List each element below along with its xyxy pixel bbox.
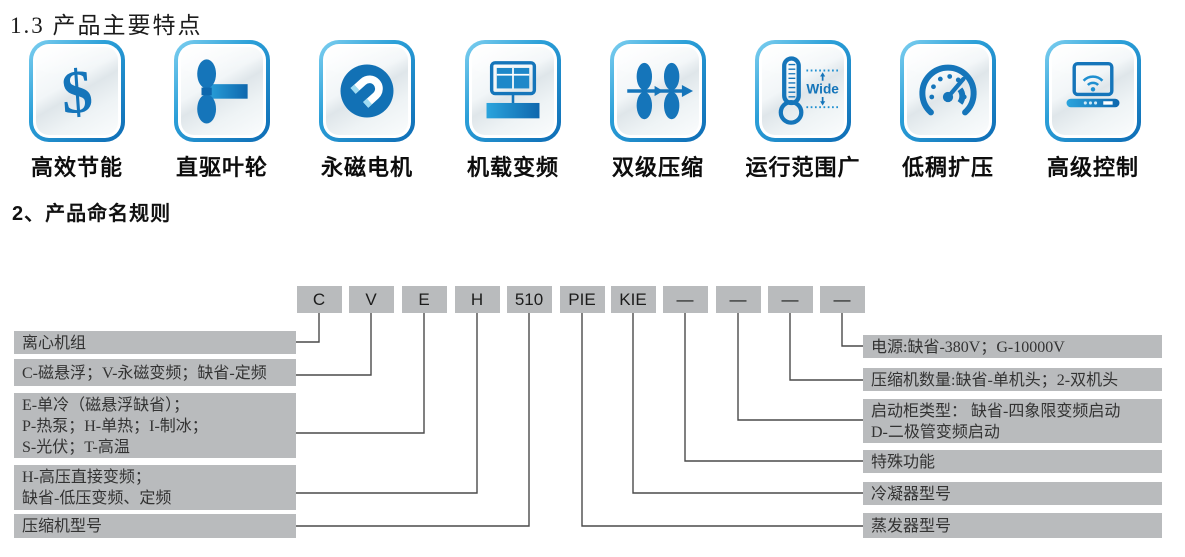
section-features-title: 1.3 产品主要特点 bbox=[10, 13, 203, 38]
feature-label: 高效节能 bbox=[30, 155, 123, 180]
feature-label: 运行范围广 bbox=[745, 155, 861, 180]
naming-label-line: D-二极管变频启动 bbox=[871, 423, 1000, 441]
connector bbox=[296, 313, 320, 343]
naming-code-box: C bbox=[296, 286, 342, 313]
feature-label: 高级控制 bbox=[1046, 155, 1139, 180]
feature-tile bbox=[610, 40, 706, 142]
naming-label-line: E-单冷（磁悬浮缺省）； bbox=[22, 396, 190, 414]
naming-left-label: 离心机组 bbox=[14, 331, 296, 354]
naming-label-line: 启动柜类型： 缺省-四象限变频启动 bbox=[871, 402, 1121, 420]
feature-tile bbox=[465, 40, 561, 142]
connector bbox=[841, 313, 863, 347]
feature-label: 永磁电机 bbox=[320, 155, 413, 180]
naming-code-box: E bbox=[401, 286, 447, 313]
magnet-icon bbox=[340, 64, 394, 118]
naming-code-box: — bbox=[715, 286, 761, 313]
naming-label-line: 缺省-低压变频、定频 bbox=[22, 490, 172, 507]
feature-tile bbox=[319, 40, 415, 142]
feature-item: 低稠扩压 bbox=[874, 40, 1022, 182]
laptop-wifi-icon bbox=[1066, 61, 1120, 108]
naming-right-label: 电源:缺省-380V；G-10000V bbox=[863, 335, 1162, 358]
dollar-icon: $ bbox=[59, 57, 94, 127]
feature-tile bbox=[174, 40, 270, 142]
naming-label-line: 特殊功能 bbox=[871, 453, 936, 471]
direct-drive-impeller-icon bbox=[197, 59, 248, 124]
naming-right-label: 冷凝器型号 bbox=[863, 482, 1162, 505]
feature-item: 直驱叶轮 bbox=[148, 40, 296, 182]
thermometer-wide-range-icon: Wide bbox=[778, 56, 839, 125]
naming-label-line: 离心机组 bbox=[22, 334, 87, 352]
naming-label-line: 压缩机型号 bbox=[22, 518, 103, 535]
gauge-icon bbox=[919, 64, 977, 116]
naming-left-label: H-高压直接变频； 缺省-低压变频、定频 bbox=[14, 465, 296, 510]
feature-item: 机载变频 bbox=[439, 40, 587, 182]
naming-label-line: 压缩机数量:缺省-单机头；2-双机头 bbox=[871, 371, 1119, 389]
connector bbox=[296, 313, 372, 376]
feature-label: 低稠扩压 bbox=[901, 155, 994, 180]
naming-label-line: H-高压直接变频； bbox=[22, 469, 151, 486]
naming-code-box: — bbox=[819, 286, 865, 313]
connector bbox=[789, 313, 863, 381]
connector bbox=[296, 313, 478, 494]
feature-item: 永磁电机 bbox=[293, 40, 441, 182]
connector bbox=[296, 313, 530, 527]
naming-label-line: S-光伏；T-高温 bbox=[22, 438, 130, 456]
connector bbox=[684, 313, 863, 462]
section-naming-title: 2、产品命名规则 bbox=[12, 203, 172, 225]
naming-right-label: 特殊功能 bbox=[863, 450, 1162, 473]
naming-left-label: 压缩机型号 bbox=[14, 514, 296, 538]
onboard-inverter-monitor-icon bbox=[486, 61, 540, 119]
naming-label-line: C-磁悬浮；V-永磁变频；缺省-定频 bbox=[22, 364, 267, 382]
feature-tile: $ bbox=[29, 40, 125, 142]
naming-right-label: 蒸发器型号 bbox=[863, 513, 1162, 538]
naming-label-line: 蒸发器型号 bbox=[871, 517, 952, 535]
naming-right-label: 启动柜类型： 缺省-四象限变频启动 D-二极管变频启动 bbox=[863, 399, 1162, 443]
two-stage-compression-icon bbox=[627, 62, 694, 120]
naming-left-label: E-单冷（磁悬浮缺省）； P-热泵；H-单热；I-制冰； S-光伏；T-高温 bbox=[14, 393, 296, 458]
connector bbox=[737, 313, 863, 421]
connector bbox=[581, 313, 863, 527]
feature-label: 直驱叶轮 bbox=[175, 155, 268, 180]
feature-item: Wide 运行范围广 bbox=[729, 40, 877, 182]
naming-code-box: — bbox=[767, 286, 813, 313]
feature-item: 双级压缩 bbox=[584, 40, 732, 182]
feature-tile bbox=[900, 40, 996, 142]
naming-code-box: 510 bbox=[506, 286, 552, 313]
feature-tile: Wide bbox=[755, 40, 851, 142]
connector bbox=[632, 313, 863, 494]
naming-code-box: PIE bbox=[559, 286, 605, 313]
naming-label-line: 电源:缺省-380V；G-10000V bbox=[871, 338, 1065, 356]
naming-label-line: 冷凝器型号 bbox=[871, 485, 952, 503]
connector bbox=[296, 313, 425, 434]
naming-code-box: — bbox=[662, 286, 708, 313]
naming-right-label: 压缩机数量:缺省-单机头；2-双机头 bbox=[863, 368, 1162, 391]
wide-text: Wide bbox=[806, 82, 839, 97]
naming-label-line: P-热泵；H-单热；I-制冰； bbox=[22, 417, 208, 435]
feature-item: 高级控制 bbox=[1019, 40, 1167, 182]
feature-item: $ 高效节能 bbox=[3, 40, 151, 182]
dollar-glyph: $ bbox=[59, 57, 94, 127]
naming-code-box: V bbox=[348, 286, 394, 313]
feature-label: 双级压缩 bbox=[611, 155, 704, 180]
naming-left-label: C-磁悬浮；V-永磁变频；缺省-定频 bbox=[14, 359, 296, 386]
naming-code-box: H bbox=[454, 286, 500, 313]
feature-label: 机载变频 bbox=[466, 155, 559, 180]
feature-tile bbox=[1045, 40, 1141, 142]
naming-code-box: KIE bbox=[610, 286, 656, 313]
